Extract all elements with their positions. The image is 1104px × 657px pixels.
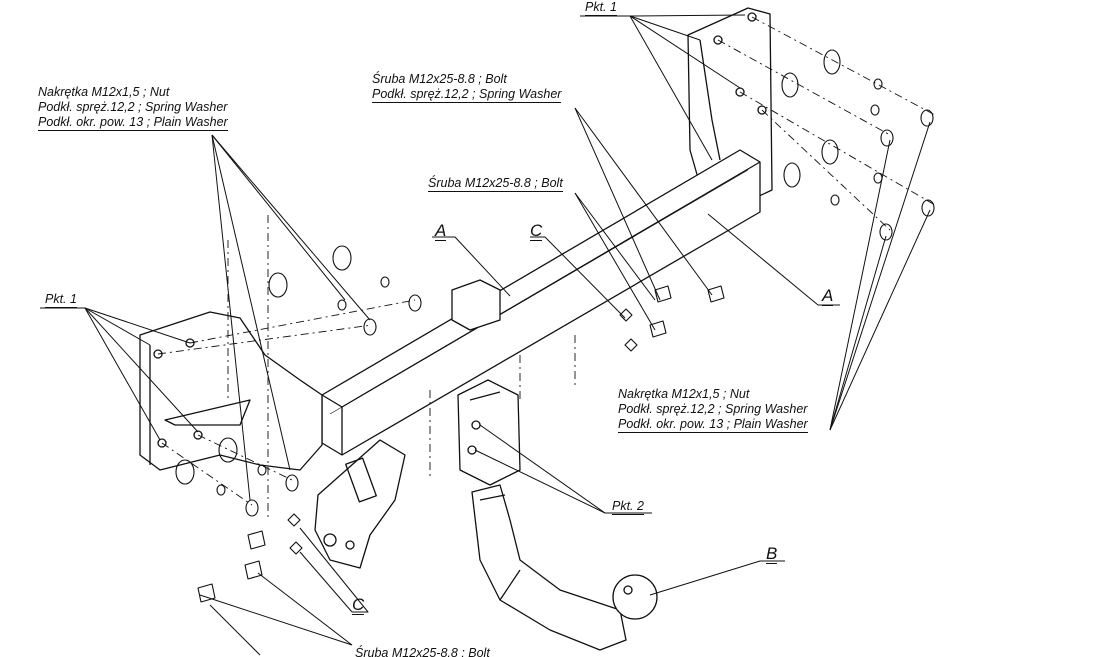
leader-lines	[40, 14, 931, 656]
socket-plate	[314, 439, 406, 569]
bolt-top-line2: Podkł. spręż.12,2 ; Spring Washer	[372, 87, 562, 103]
bolt-mid: Śruba M12x25-8.8 ; Bolt	[428, 176, 563, 192]
callout-a-center: A	[435, 221, 447, 241]
nut-left-line3: Podkł. okr. pow. 13 ; Plain Washer	[38, 115, 228, 131]
nut-right-line3: Podkł. okr. pow. 13 ; Plain Washer	[618, 417, 808, 433]
center-drop-block	[451, 279, 521, 486]
callout-pkt1-left: Pkt. 1	[45, 292, 77, 308]
callout-pkt1-top: Pkt. 1	[585, 0, 617, 16]
nut-right-line2: Podkł. spręż.12,2 ; Spring Washer	[618, 402, 808, 416]
nut-right-line1: Nakrętka M12x1,5 ; Nut	[618, 387, 750, 401]
main-cross-beam	[321, 149, 761, 456]
callout-a-right: A	[822, 286, 834, 306]
callout-c-upper: C	[530, 221, 543, 241]
left-mounting-bracket	[139, 311, 323, 471]
nut-left-line1: Nakrętka M12x1,5 ; Nut	[38, 85, 170, 99]
fasteners	[175, 49, 935, 603]
callout-c-lower: C	[352, 595, 365, 615]
callout-pkt2: Pkt. 2	[612, 499, 644, 515]
assembly-lines	[157, 16, 936, 520]
ball-neck	[471, 484, 658, 651]
bolt-bottom: Śruba M12x25-8.8 ; Bolt	[355, 646, 490, 657]
nut-left-line2: Podkł. spręż.12,2 ; Spring Washer	[38, 100, 228, 114]
bolt-top-line1: Śruba M12x25-8.8 ; Bolt	[372, 72, 507, 86]
callout-b: B	[766, 544, 778, 564]
